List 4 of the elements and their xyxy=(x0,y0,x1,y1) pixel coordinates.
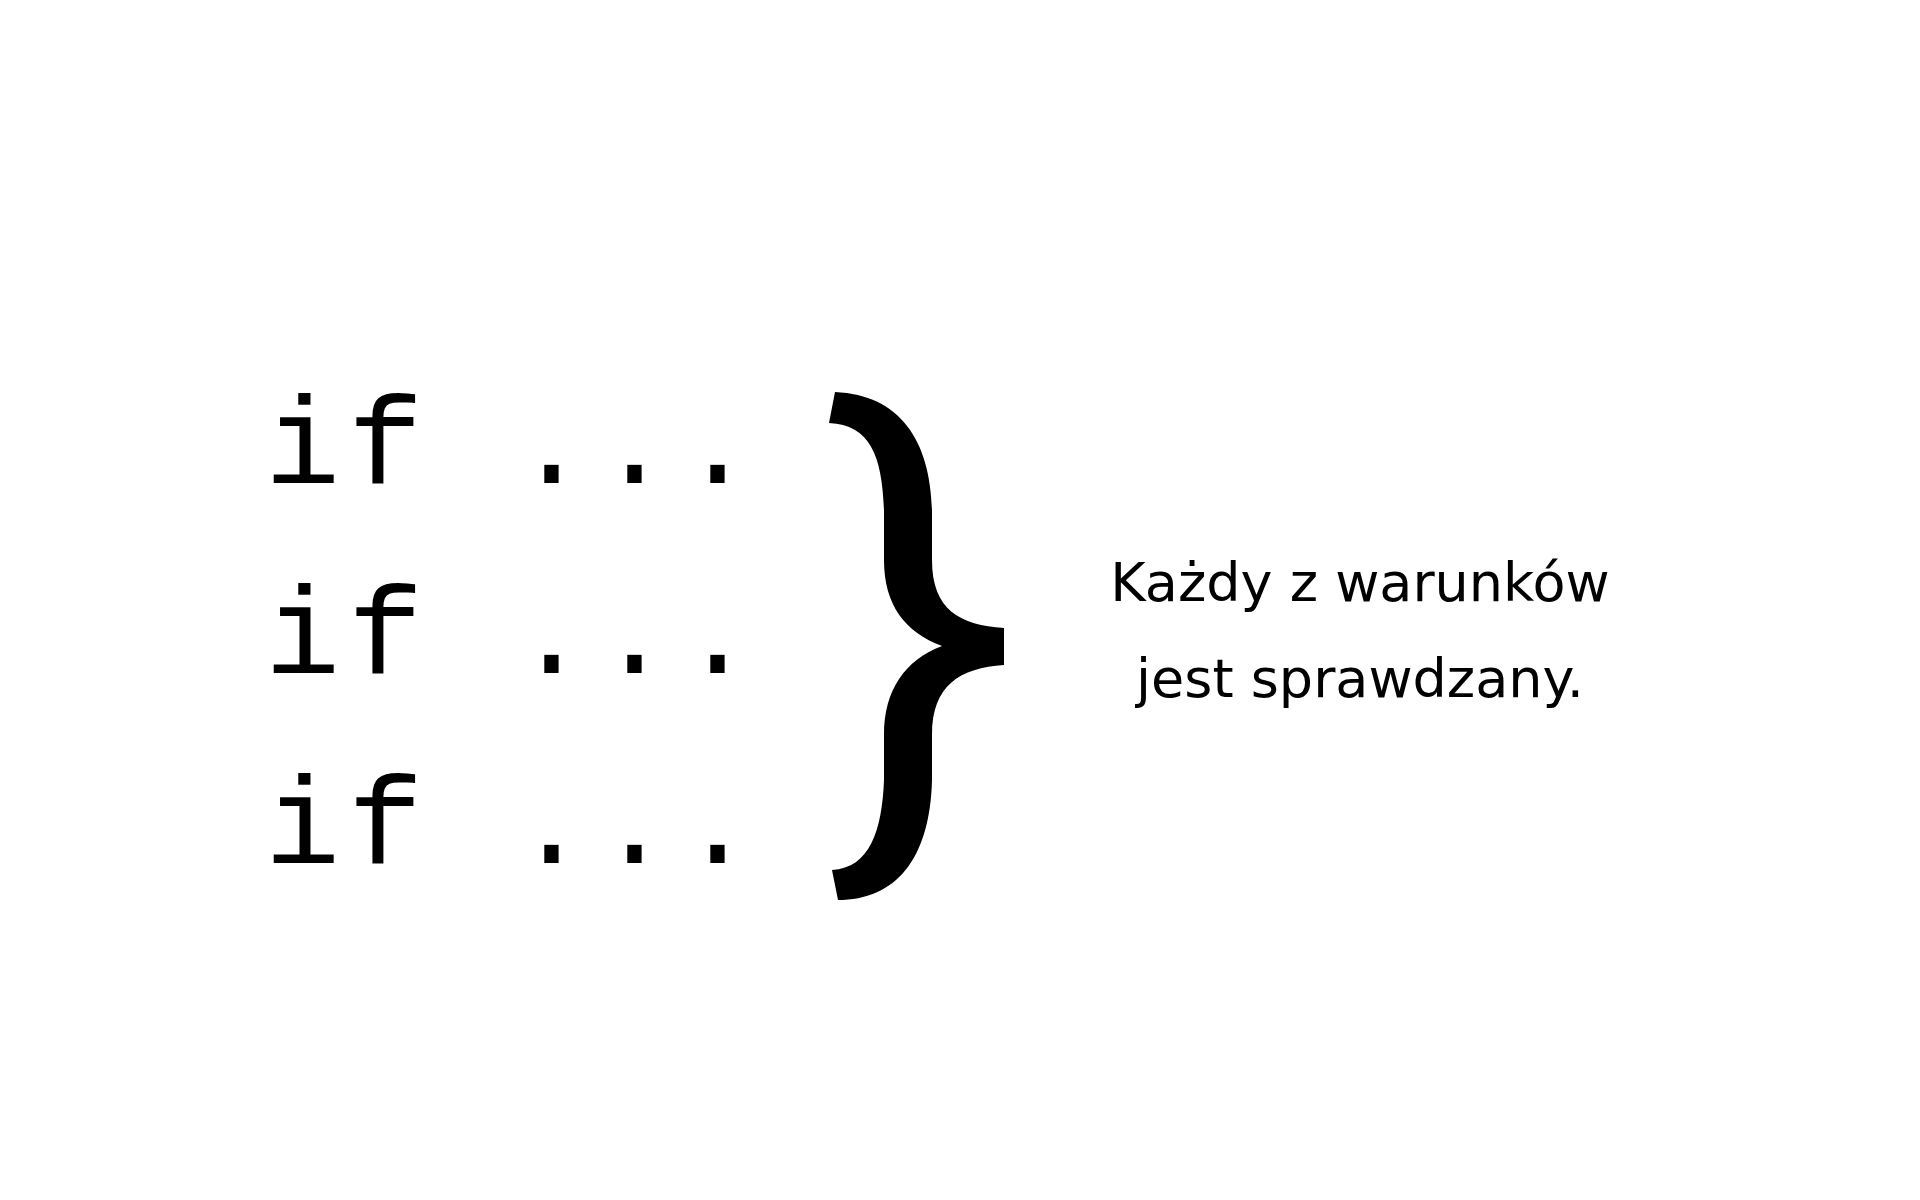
code-line: if ... xyxy=(265,378,764,523)
annotation-text: Każdy z warunków jest sprawdzany. xyxy=(1109,550,1611,712)
code-line: if ... xyxy=(265,568,764,713)
code-line: if ... xyxy=(265,758,764,903)
